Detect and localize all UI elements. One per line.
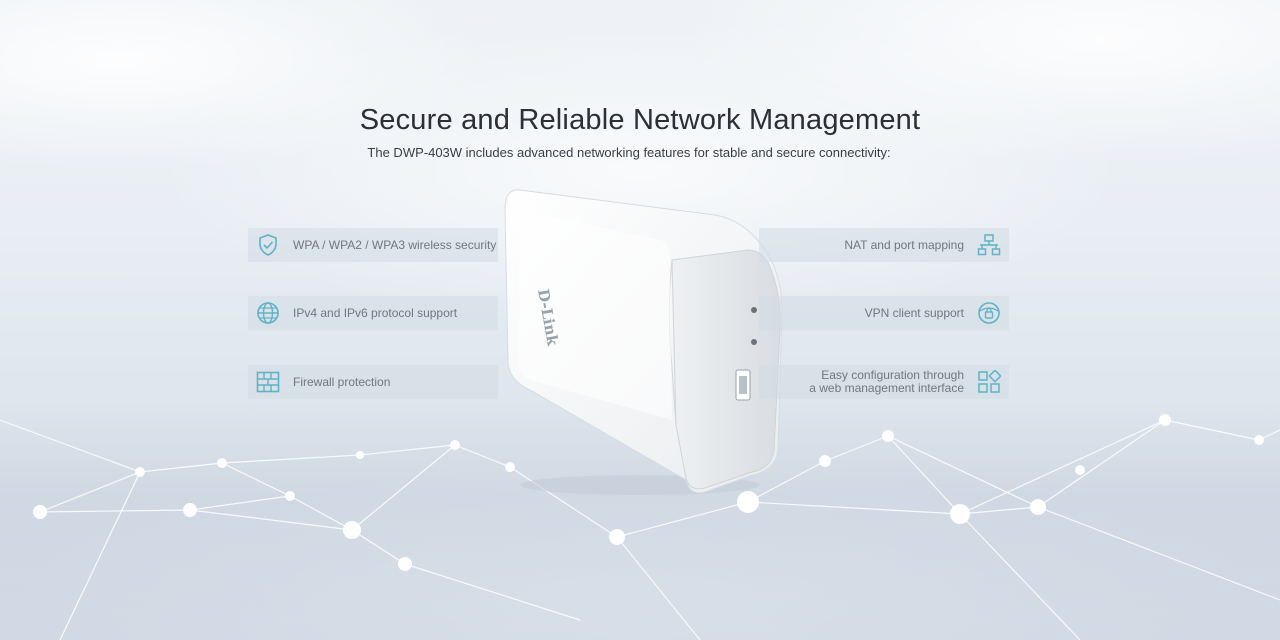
- feature-label-line2: a web management interface: [809, 381, 964, 395]
- feature-ipv4-ipv6: IPv4 and IPv6 protocol support: [248, 296, 498, 330]
- feature-firewall: Firewall protection: [248, 365, 498, 399]
- feature-label: Firewall protection: [293, 374, 391, 389]
- feature-label: IPv4 and IPv6 protocol support: [293, 305, 458, 320]
- feature-label: VPN client support: [864, 305, 964, 320]
- globe-icon: [256, 301, 280, 325]
- feature-label: NAT and port mapping: [844, 237, 964, 252]
- feature-label-line1: Easy configuration through: [821, 368, 964, 382]
- feature-label: WPA / WPA2 / WPA3 wireless security: [293, 237, 497, 252]
- page-title: Secure and Reliable Network Management: [359, 104, 921, 136]
- shield-check-icon: [256, 233, 280, 257]
- feature-label: Easy configuration through a web managem…: [809, 369, 964, 395]
- device-image: D-Link: [504, 189, 783, 495]
- network-topology-icon: [977, 233, 1001, 257]
- page-subtitle: The DWP-403W includes advanced networkin…: [367, 145, 891, 160]
- firewall-icon: [256, 370, 280, 394]
- feature-nat-port-mapping: NAT and port mapping: [759, 228, 1009, 262]
- dashboard-grid-icon: [977, 370, 1001, 394]
- feature-web-management: Easy configuration through a web managem…: [759, 365, 1009, 399]
- vpn-icon: [977, 301, 1001, 325]
- feature-vpn-client: VPN client support: [759, 296, 1009, 330]
- feature-wpa-security: WPA / WPA2 / WPA3 wireless security: [248, 228, 498, 262]
